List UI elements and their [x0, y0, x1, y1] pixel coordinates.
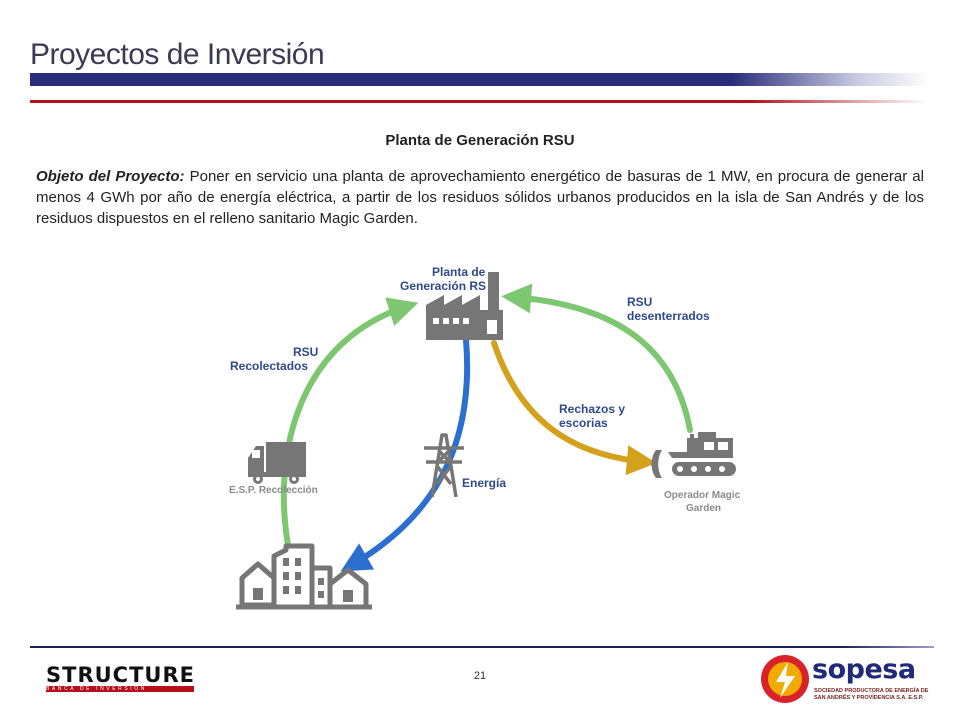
- rsu-unearthed-line1: RSU: [627, 295, 652, 309]
- city-buildings-icon: [236, 543, 372, 610]
- arrow-rsu-desenterrados: [501, 283, 693, 433]
- arrow-rsu-recolectados: [280, 297, 419, 548]
- plant-label-line1: Planta de: [432, 265, 486, 279]
- plant-label-line2: Generación RS: [400, 279, 486, 293]
- page-title: Proyectos de Inversión: [30, 38, 325, 71]
- truck-icon: [248, 442, 306, 484]
- structure-logo-word: STRUCTURE: [46, 663, 195, 687]
- rsu-collected-line2: Recolectados: [230, 359, 308, 373]
- sopesa-emblem-icon: [761, 655, 809, 703]
- sopesa-logo: sopesa SOCIEDAD PRODUCTORA DE ENERGÍA DE…: [758, 652, 938, 708]
- rsu-unearthed-line2: desenterrados: [627, 309, 710, 323]
- rejects-line1: Rechazos y: [559, 402, 625, 416]
- energy-label: Energía: [462, 476, 506, 490]
- truck-label: E.S.P. Recolección: [229, 485, 318, 496]
- objective-text: Poner en servicio una planta de aprovech…: [36, 168, 924, 227]
- structure-logo: STRUCTURE BANCA DE INVERSIÓN: [46, 663, 196, 692]
- excavator-label-line2: Garden: [686, 503, 721, 514]
- section-subtitle: Planta de Generación RSU: [385, 132, 575, 149]
- footer-rule: [30, 646, 934, 648]
- rejects-line2: escorias: [559, 416, 608, 430]
- page-number: 21: [473, 670, 487, 682]
- sopesa-logo-tagline: SOCIEDAD PRODUCTORA DE ENERGÍA DE SAN AN…: [814, 688, 929, 701]
- objective-paragraph: Objeto del Proyecto: Poner en servicio u…: [36, 166, 924, 229]
- title-navy-bar: [30, 73, 930, 86]
- sopesa-logo-word: sopesa: [812, 654, 916, 685]
- factory-icon: [426, 272, 503, 340]
- arrow-rechazos: [491, 340, 657, 476]
- title-red-rule: [30, 100, 930, 103]
- excavator-icon: [651, 432, 736, 478]
- rsu-collected-line1: RSU: [293, 345, 318, 359]
- objective-lead: Objeto del Proyecto:: [36, 168, 185, 185]
- city-windows: [253, 558, 353, 602]
- structure-logo-tagline: BANCA DE INVERSIÓN: [46, 686, 194, 692]
- excavator-label-line1: Operador Magic: [664, 490, 741, 501]
- power-tower-icon: [424, 433, 464, 498]
